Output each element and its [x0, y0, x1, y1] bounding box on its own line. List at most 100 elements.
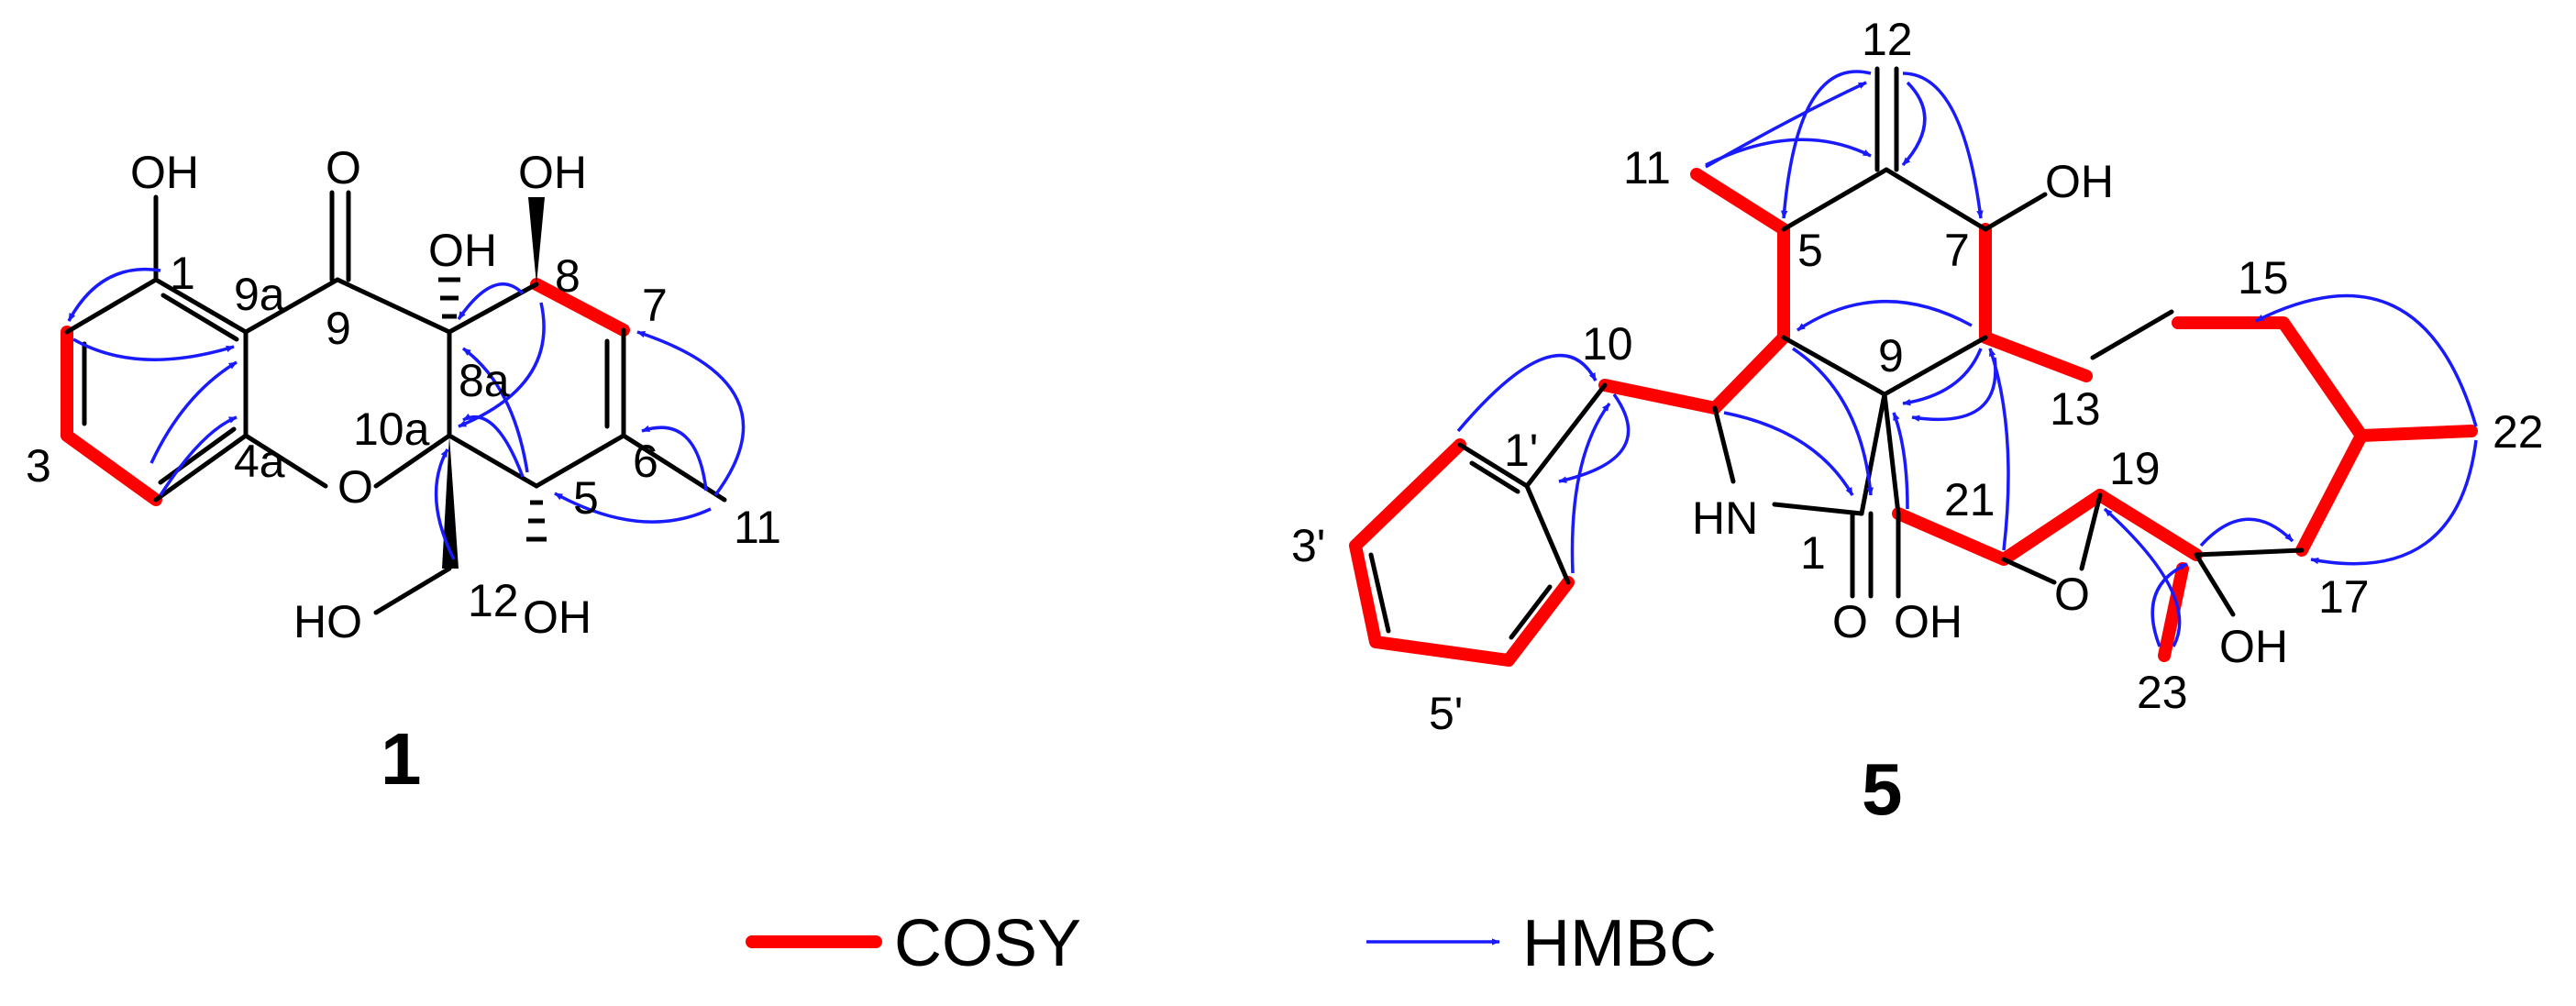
atom-label: OH: [523, 591, 591, 643]
compound-5-labels: 12 11 OH 5 7 15 10 9 13 1' 22 19 HN 21 3…: [1291, 14, 2544, 739]
atom-label: 11: [734, 502, 781, 553]
atom-label: 1: [1800, 527, 1826, 579]
atom-label: 10: [1582, 318, 1633, 370]
atom-label: 13: [2050, 383, 2101, 435]
atom-label: O: [337, 461, 373, 513]
hmbc-arrow: [2255, 293, 2478, 427]
hmbc-arrow: [1988, 348, 2010, 551]
atom-label: 22: [2493, 406, 2544, 458]
hmbc-arrow: [159, 415, 238, 496]
atom-label: 1': [1504, 425, 1538, 476]
atom-label: 5: [1797, 225, 1823, 276]
bond-c9-c21: [1882, 392, 1901, 516]
hmbc-arrow: [1705, 138, 1872, 167]
atom-label: O: [2054, 569, 2090, 620]
atom-label: OH: [2219, 621, 2288, 672]
hmbc-arrow: [2199, 517, 2294, 547]
cosy-c16-c22: [2355, 425, 2478, 442]
atom-label: 9a: [234, 269, 285, 320]
atom-label: 4a: [234, 436, 285, 487]
atom-label: OH: [428, 225, 497, 276]
legend-hmbc-label: HMBC: [1522, 907, 1717, 980]
hmbc-arrow: [1780, 70, 1872, 219]
hmbc-arrow: [461, 347, 529, 473]
legend: COSY HMBC: [746, 907, 1717, 980]
cosy-c14-c15-c16-c17: [2172, 316, 2368, 557]
atom-label: 8: [555, 250, 580, 302]
hash-c8a-oh: [438, 277, 460, 319]
bond-c12-ho: [373, 566, 452, 615]
bond-o-c10a: [373, 433, 452, 489]
atom-label: OH: [1894, 596, 1962, 647]
hmbc-arrow: [554, 492, 712, 524]
atom-label: HN: [1692, 492, 1758, 544]
atom-label: OH: [2045, 156, 2114, 207]
hmbc-arrow: [2103, 507, 2182, 647]
bond-c18-c17: [2194, 547, 2305, 558]
bond-c1p-c2p: [1457, 442, 1530, 489]
atom-label: O: [326, 142, 361, 193]
bond-c4a-o: [243, 433, 328, 489]
atom-label: O: [1832, 596, 1868, 647]
bond-c3p-c4p-inner: [1368, 552, 1391, 634]
compound-5-structure: 12 11 OH 5 7 15 10 9 13 1' 22 19 HN 21 3…: [1291, 14, 2544, 830]
cosy-c3-c10: [1598, 379, 1721, 415]
compound-1-cosy-bonds: [61, 278, 630, 506]
bond-c1-c2: [64, 277, 159, 335]
cosy-c18-c23: [2158, 562, 2189, 662]
cosy-phenyl: [1349, 438, 1575, 667]
atom-label: 11: [1623, 142, 1671, 193]
hmbc-arrow: [458, 302, 546, 428]
bond-c6-c5: [534, 433, 626, 489]
hmbc-arrow: [1911, 357, 1997, 422]
bond-o-c19: [2079, 492, 2103, 571]
legend-cosy-label: COSY: [894, 907, 1081, 980]
compound-1-bonds: [64, 190, 727, 615]
hmbc-arrow: [462, 413, 525, 478]
hmbc-arrow: [67, 268, 161, 322]
compound-1-hmbc-arrows: [67, 268, 746, 560]
compound-5-number: 5: [1862, 748, 1903, 830]
cosy-c2-c3-c4: [61, 326, 162, 506]
atom-label: 7: [642, 280, 668, 331]
hmbc-arrow: [2310, 439, 2478, 566]
bond-c6-c5: [1781, 167, 1889, 232]
atom-label: HO: [293, 596, 362, 647]
hmbc-arrow: [434, 448, 456, 560]
atom-label: 7: [1944, 225, 1970, 276]
bond-c9a-c9: [243, 277, 340, 335]
hmbc-arrow: [1570, 402, 1611, 574]
compound-1-structure: OH 1 9a O 9 OH OH 8 7 8a 10a 4a 3 O 6 5 …: [26, 142, 781, 800]
bond-c8-c9: [1882, 335, 1988, 397]
compound-5-hmbc-arrows: [1456, 70, 2478, 647]
atom-label: 17: [2318, 571, 2370, 623]
atom-label: OH: [130, 147, 199, 198]
cosy-c4-c3: [1708, 331, 1790, 415]
bond-c2p-c1p-inner: [1469, 460, 1520, 494]
hash-c5-oh: [526, 500, 547, 542]
bond-c10-c1p: [1524, 382, 1608, 489]
compound-1-number: 1: [381, 718, 422, 800]
hmbc-arrow: [1558, 392, 1631, 483]
compound-5-bonds: [1368, 66, 2305, 640]
bond-c5p-c6p-inner: [1509, 584, 1553, 640]
atom-label: 8a: [459, 355, 510, 406]
atom-label: 9: [1878, 330, 1904, 381]
bond-c7-oh: [1983, 192, 2048, 232]
hmbc-arrow: [1792, 347, 1874, 496]
hmbc-arrow: [1902, 72, 1984, 219]
cosy-c19-c20-c21: [1892, 489, 2106, 566]
hmbc-arrow: [2150, 562, 2188, 647]
hmbc-arrow: [1892, 412, 1909, 510]
bond-c1-c9a-inner: [160, 293, 239, 342]
hmbc-arrow: [1797, 299, 1973, 332]
atom-label: 19: [2109, 443, 2161, 494]
hmbc-arrow: [641, 425, 708, 492]
bond-c5-c10a: [447, 433, 539, 489]
wedge-c10a-c12: [442, 436, 459, 569]
hmbc-arrow: [457, 282, 525, 320]
bond-c1p-c6p: [1524, 483, 1571, 585]
hmbc-arrow: [149, 360, 238, 464]
hmbc-arrow: [636, 330, 746, 497]
